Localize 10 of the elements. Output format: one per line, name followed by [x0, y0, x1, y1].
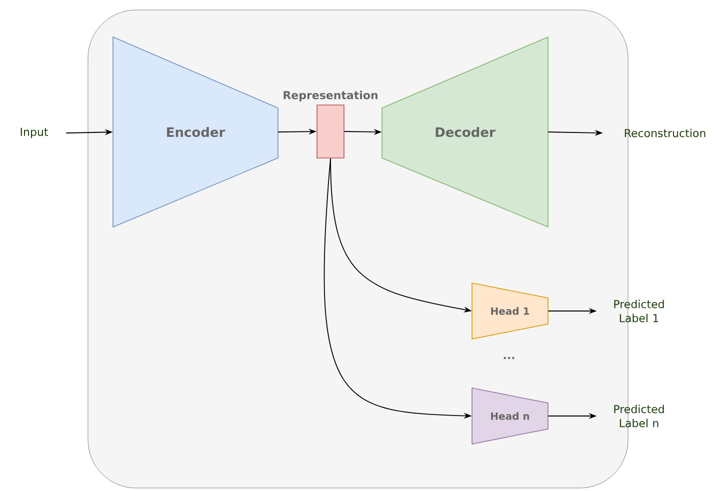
ellipsis-label: ... — [504, 356, 514, 360]
output-label: Predicted Label n — [614, 404, 664, 428]
head-trapezoid: Head n — [472, 388, 548, 444]
node-label: Representation — [284, 90, 378, 102]
head-trapezoid: Head 1 — [472, 282, 548, 340]
output-label: Predicted Label 1 — [614, 300, 664, 322]
representation-box: Representation — [284, 90, 378, 158]
input-label: Input — [20, 128, 48, 138]
decoder-trapezoid: Decoder — [382, 36, 548, 228]
output-label: Reconstruction — [624, 128, 706, 138]
